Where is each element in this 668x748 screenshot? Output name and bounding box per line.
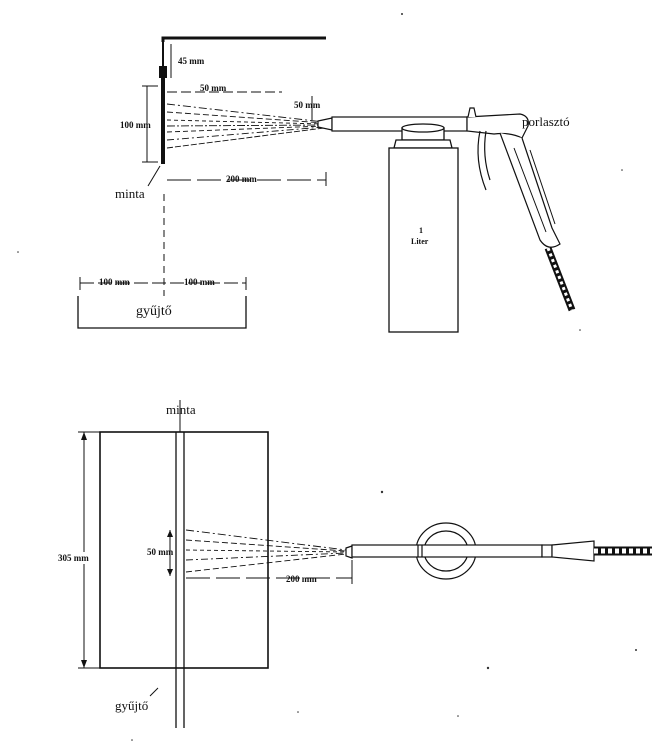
bottle [388, 123, 459, 333]
dim-45-label: 45 mm [178, 56, 205, 66]
bottle-label-1: 1 [419, 226, 423, 235]
hose-side [544, 246, 576, 312]
spray-gun-side [317, 107, 561, 248]
side-view: 45 mm 50 mm 50 mm 100 mm 200 mm minta [77, 36, 576, 333]
dim-50-right-label: 50 mm [294, 100, 321, 110]
sample-clamp [159, 66, 167, 78]
dim-200-label: 200 mm [226, 174, 257, 184]
collector-dim-right: 100 mm [184, 277, 215, 287]
dim-305-label: 305 mm [58, 553, 89, 563]
spray-gun-top [345, 522, 595, 580]
collector-label-side: gyűjtő [136, 304, 172, 319]
sprayer-label: porlasztó [522, 114, 570, 129]
spray-cone-side [166, 103, 325, 149]
scan-specks [17, 13, 637, 741]
spray-cone-top [185, 529, 347, 573]
dim-100-label: 100 mm [120, 120, 151, 130]
minta-leader [147, 165, 161, 187]
top-view: minta 305 mm 50 mm 200 mm [56, 400, 652, 728]
sample-label-side: minta [115, 186, 145, 201]
bottle-label-2: Liter [411, 237, 429, 246]
sample-label-top: minta [166, 402, 196, 417]
dim-50-top-view-label: 50 mm [147, 547, 174, 557]
dim-50-top-label: 50 mm [200, 83, 227, 93]
collector-dim-left: 100 mm [99, 277, 130, 287]
mounting-bracket [161, 36, 326, 42]
collector-label-top: gyűjtő [115, 698, 148, 713]
collector-side: 100 mm 100 mm gyűjtő [77, 277, 247, 329]
dim-200-top-view-label: 200 mm [286, 574, 317, 584]
